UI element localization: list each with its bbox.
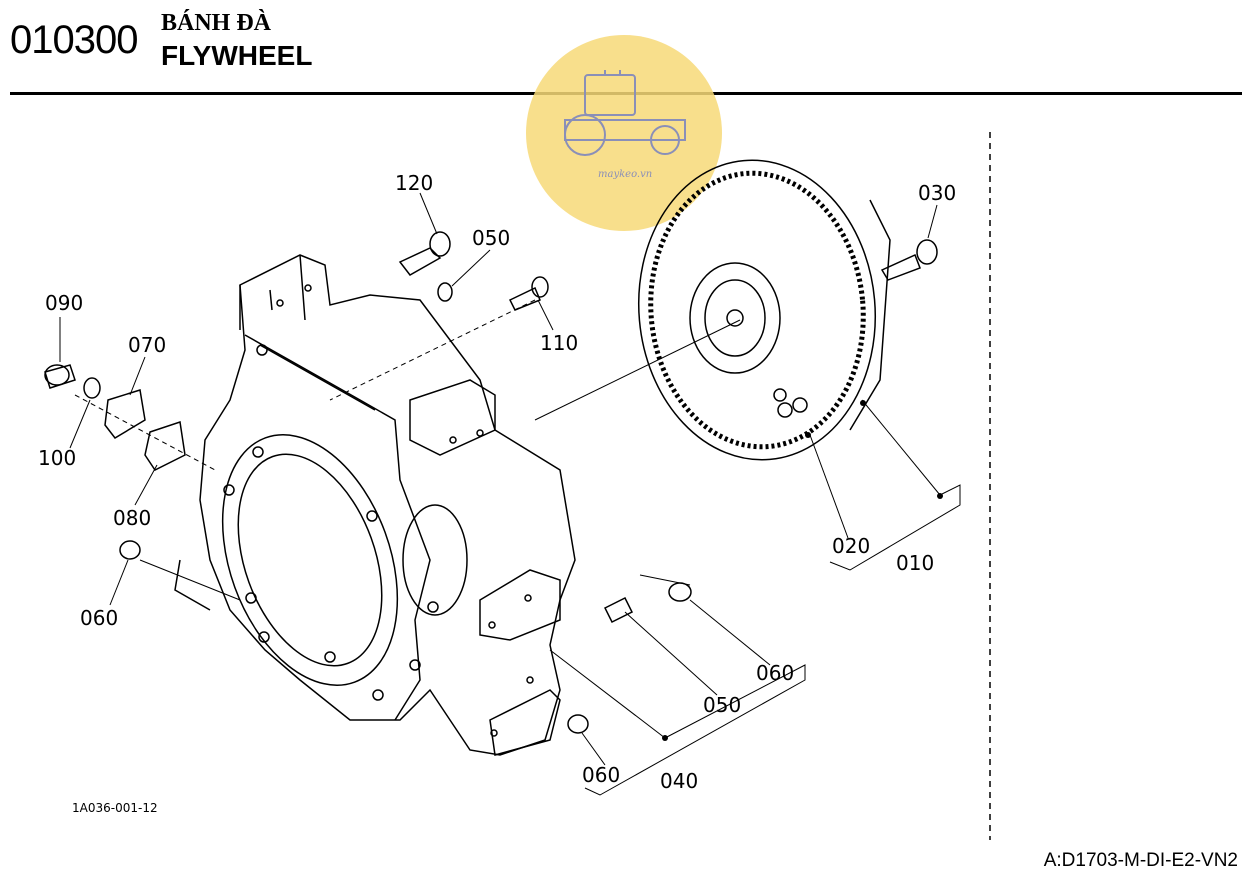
- callout-080: 080: [113, 506, 151, 530]
- leader-lines: [59, 192, 961, 796]
- flywheel: [637, 159, 891, 461]
- title-english: FLYWHEEL: [161, 40, 313, 71]
- callout-110: 110: [540, 331, 578, 355]
- flywheel-housing: [174, 254, 576, 756]
- footer-code: A:D1703-M-DI-E2-VN2: [1043, 850, 1238, 871]
- small-parts: [44, 231, 938, 734]
- callout-030: 030: [918, 181, 956, 205]
- drawing-id: 1A036-001-12: [72, 801, 158, 815]
- callout-010: 010: [896, 551, 934, 575]
- callout-070: 070: [128, 333, 166, 357]
- title-vietnamese: BÁNH ĐÀ: [161, 10, 272, 36]
- callout-060-bottom: 060: [582, 763, 620, 787]
- watermark-logo: maykeo.vn: [526, 35, 722, 231]
- callout-120: 120: [395, 171, 433, 195]
- watermark-text: maykeo.vn: [598, 169, 652, 180]
- callout-090: 090: [45, 291, 83, 315]
- callout-060-left: 060: [80, 606, 118, 630]
- callout-040: 040: [660, 769, 698, 793]
- callout-100: 100: [38, 446, 76, 470]
- section-code: 010300: [10, 18, 138, 62]
- callout-020: 020: [832, 534, 870, 558]
- callout-050-top: 050: [472, 226, 510, 250]
- callout-060-right: 060: [756, 661, 794, 685]
- leader-dots: [662, 400, 943, 741]
- callout-050-bottom: 050: [703, 693, 741, 717]
